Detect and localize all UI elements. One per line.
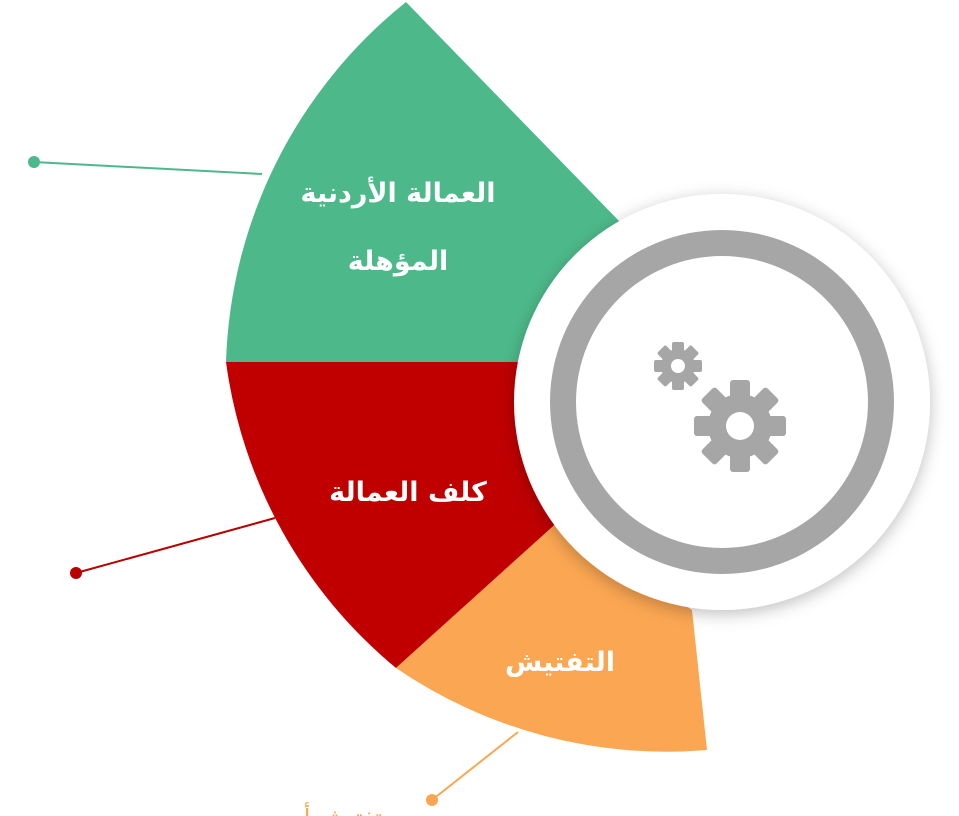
bottom-caption: تفتيش أي... (262, 802, 382, 816)
segment-label-green-line1: العمالة الأردنية (300, 176, 495, 209)
segment-red (226, 362, 560, 668)
connector-green (28, 156, 263, 175)
segment-label-green-line2: المؤهلة (348, 246, 449, 277)
gears-icon (654, 342, 786, 472)
connector-orange (426, 731, 519, 806)
segment-green (226, 2, 620, 362)
segment-label-red: كلف العمالة (329, 477, 487, 508)
segment-label-orange: التفتيش (505, 647, 615, 678)
connector-red (70, 517, 276, 579)
